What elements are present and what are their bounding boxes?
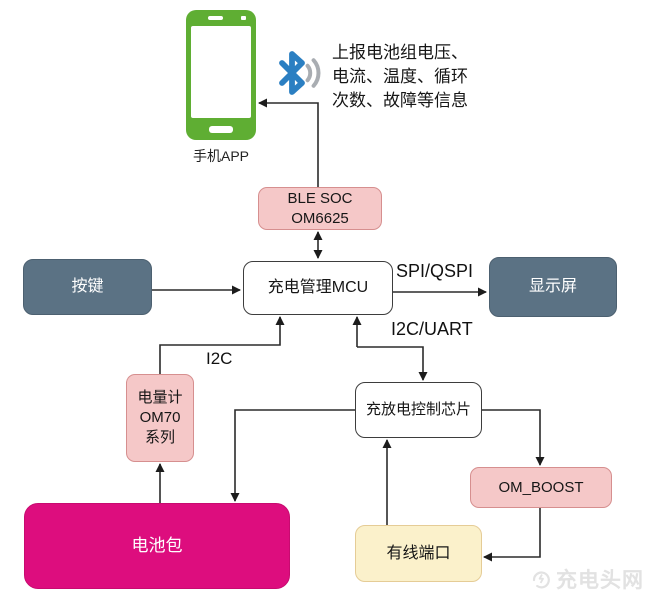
node-charge-mcu: 充电管理MCU xyxy=(243,261,393,315)
phone-home-button xyxy=(209,126,233,133)
node-charge-discharge-chip-label: 充放电控制芯片 xyxy=(365,401,471,419)
node-battery-pack: 电池包 xyxy=(24,503,290,589)
node-button-key-label: 按键 xyxy=(71,278,104,296)
edge-label-i2c-uart: I2C/UART xyxy=(391,319,473,339)
edge-label-i2c: I2C xyxy=(206,349,233,368)
node-ble-soc-label: BLE SOC OM6625 xyxy=(287,189,353,227)
node-button-key: 按键 xyxy=(23,259,152,315)
node-ble-soc: BLE SOC OM6625 xyxy=(258,187,382,230)
node-fuel-gauge: 电量计 OM70 系列 xyxy=(126,374,194,462)
phone-speaker xyxy=(208,16,223,20)
node-om-boost-label: OM_BOOST xyxy=(498,478,584,496)
node-display-screen-label: 显示屏 xyxy=(528,278,577,296)
node-wired-port-label: 有线端口 xyxy=(386,544,451,562)
node-wired-port: 有线端口 xyxy=(355,525,482,582)
ble-report-text: 上报电池组电压、 电流、温度、循环 次数、故障等信息 xyxy=(332,43,468,111)
node-display-screen: 显示屏 xyxy=(489,257,617,317)
node-battery-pack-label: 电池包 xyxy=(131,535,183,555)
node-charge-discharge-chip: 充放电控制芯片 xyxy=(355,382,482,438)
watermark-logo-icon xyxy=(532,571,550,589)
bluetooth-icon xyxy=(279,51,321,95)
edge-label-spi-qspi: SPI/QSPI xyxy=(396,261,474,281)
phone-label: 手机APP xyxy=(192,148,249,164)
node-charge-mcu-label: 充电管理MCU xyxy=(267,279,369,297)
phone-camera xyxy=(241,16,246,20)
watermark-text: 充电头网 xyxy=(556,569,644,592)
watermark: 充电头网 xyxy=(529,564,644,594)
node-om-boost: OM_BOOST xyxy=(470,467,612,508)
phone-screen xyxy=(191,26,251,118)
phone-icon xyxy=(186,10,256,140)
node-fuel-gauge-label: 电量计 OM70 系列 xyxy=(137,389,183,446)
